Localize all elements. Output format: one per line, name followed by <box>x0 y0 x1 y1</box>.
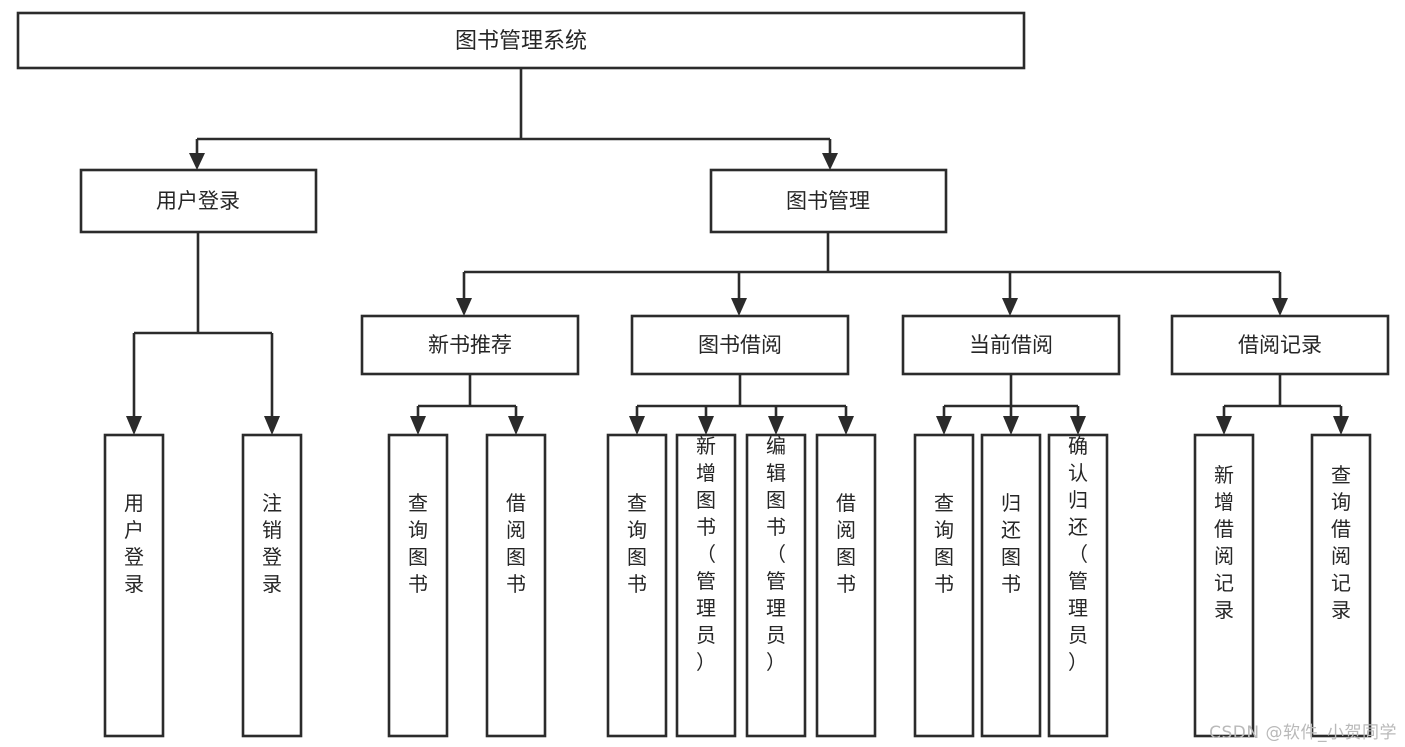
arrow-to-user-login-icon <box>189 153 205 170</box>
leaf-add-borrow-record-label: 新增借阅记录 <box>1214 463 1234 622</box>
leaf-node-confirm-return-admin[interactable]: 确认归还（管理员） <box>1047 433 1109 738</box>
leaf-borrow-book-1-label: 借阅图书 <box>506 491 526 596</box>
edges-current-borrow-to-leaves <box>936 374 1086 435</box>
leaf-user-logout-box[interactable] <box>241 433 303 738</box>
edges-user-login-to-leaves <box>126 232 280 435</box>
leaf-user-login-label: 用户登录 <box>124 491 144 596</box>
leaf-borrow-book-1-box[interactable] <box>485 433 547 738</box>
leaf-query-book-3-box[interactable] <box>913 433 975 738</box>
arrow-bb-leaf-4-icon <box>838 416 854 435</box>
leaf-node-borrow-book-2[interactable]: 借阅图书 <box>815 433 877 738</box>
node-book-manage[interactable]: 图书管理 <box>709 168 948 234</box>
arrow-to-book-manage-icon <box>822 153 838 170</box>
edges-borrow-record-to-leaves <box>1216 374 1349 435</box>
edges-book-borrow-to-leaves <box>629 374 854 435</box>
arrow-nbr-leaf-2-icon <box>508 416 524 435</box>
leaf-borrow-book-2-box[interactable] <box>815 433 877 738</box>
current-borrow-label: 当前借阅 <box>969 333 1053 357</box>
arrow-br-leaf-2-icon <box>1333 416 1349 435</box>
leaf-add-book-admin-box[interactable] <box>675 433 737 738</box>
leaf-node-add-book-admin[interactable]: 新增图书（管理员） <box>675 433 737 738</box>
csdn-watermark: CSDN @软件_小贺同学 <box>1209 723 1397 743</box>
new-book-recommend-box[interactable] <box>360 314 580 376</box>
leaf-borrow-book-2-label: 借阅图书 <box>836 491 856 596</box>
leaf-confirm-return-admin-box[interactable] <box>1047 433 1109 738</box>
arrow-ul-leaf-1-icon <box>126 416 142 435</box>
leaf-query-book-1-box[interactable] <box>387 433 449 738</box>
leaf-node-user-logout[interactable]: 注销登录 <box>241 433 303 738</box>
leaf-return-book-label: 归还图书 <box>1001 491 1021 596</box>
leaf-node-query-book-1[interactable]: 查询图书 <box>387 433 449 738</box>
leaf-add-borrow-record-box[interactable] <box>1193 433 1255 738</box>
arrow-cb-leaf-3-icon <box>1070 416 1086 435</box>
arrow-bb-leaf-1-icon <box>629 416 645 435</box>
leaf-user-logout-label: 注销登录 <box>262 491 282 596</box>
leaf-query-book-2-box[interactable] <box>606 433 668 738</box>
leaf-edit-book-admin-box[interactable] <box>745 433 807 738</box>
arrow-nbr-leaf-1-icon <box>410 416 426 435</box>
edges-root-to-level2 <box>189 68 838 170</box>
leaf-edit-book-admin-label: 编辑图书（管理员） <box>766 434 786 674</box>
leaf-user-login-box[interactable] <box>103 433 165 738</box>
book-borrow-box[interactable] <box>630 314 850 376</box>
leaf-add-book-admin-label: 新增图书（管理员） <box>696 434 716 674</box>
book-manage-box[interactable] <box>709 168 948 234</box>
arrow-bm-l3-3-icon <box>1002 298 1018 316</box>
node-borrow-record[interactable]: 借阅记录 <box>1170 314 1390 376</box>
leaf-query-book-3-label: 查询图书 <box>934 491 954 596</box>
node-root[interactable]: 图书管理系统 <box>16 11 1026 70</box>
leaf-node-edit-book-admin[interactable]: 编辑图书（管理员） <box>745 433 807 738</box>
leaf-query-borrow-record-box[interactable] <box>1310 433 1372 738</box>
leaf-node-query-book-3[interactable]: 查询图书 <box>913 433 975 738</box>
leaf-node-borrow-book-1[interactable]: 借阅图书 <box>485 433 547 738</box>
leaf-query-book-1-label: 查询图书 <box>408 491 428 596</box>
current-borrow-box[interactable] <box>901 314 1121 376</box>
book-borrow-label: 图书借阅 <box>698 333 782 357</box>
arrow-bm-l3-2-icon <box>731 298 747 316</box>
borrow-record-label: 借阅记录 <box>1238 333 1322 357</box>
leaf-node-return-book[interactable]: 归还图书 <box>980 433 1042 738</box>
node-new-book-recommend[interactable]: 新书推荐 <box>360 314 580 376</box>
leaf-node-query-borrow-record[interactable]: 查询借阅记录 <box>1310 433 1372 738</box>
leaf-confirm-return-admin-label: 确认归还（管理员） <box>1068 434 1088 674</box>
root-box[interactable] <box>16 11 1026 70</box>
book-manage-label: 图书管理 <box>786 189 870 213</box>
new-book-recommend-label: 新书推荐 <box>428 333 512 357</box>
arrow-bm-l3-4-icon <box>1272 298 1288 316</box>
arrow-bm-l3-1-icon <box>456 298 472 316</box>
user-login-label: 用户登录 <box>156 189 240 213</box>
arrow-bb-leaf-2-icon <box>698 416 714 435</box>
leaf-node-user-login[interactable]: 用户登录 <box>103 433 165 738</box>
leaf-query-book-2-label: 查询图书 <box>627 491 647 596</box>
arrow-bb-leaf-3-icon <box>768 416 784 435</box>
arrow-br-leaf-1-icon <box>1216 416 1232 435</box>
arrow-cb-leaf-2-icon <box>1003 416 1019 435</box>
arrow-cb-leaf-1-icon <box>936 416 952 435</box>
node-current-borrow[interactable]: 当前借阅 <box>901 314 1121 376</box>
leaf-node-add-borrow-record[interactable]: 新增借阅记录 <box>1193 433 1255 738</box>
node-book-borrow[interactable]: 图书借阅 <box>630 314 850 376</box>
leaf-node-query-book-2[interactable]: 查询图书 <box>606 433 668 738</box>
edges-book-manage-to-level3 <box>456 232 1288 316</box>
root-label: 图书管理系统 <box>455 29 587 54</box>
node-user-login[interactable]: 用户登录 <box>79 168 318 234</box>
leaf-return-book-box[interactable] <box>980 433 1042 738</box>
borrow-record-box[interactable] <box>1170 314 1390 376</box>
leaf-query-borrow-record-label: 查询借阅记录 <box>1331 463 1351 622</box>
edges-new-book-recommend-to-leaves <box>410 374 524 435</box>
arrow-ul-leaf-2-icon <box>264 416 280 435</box>
